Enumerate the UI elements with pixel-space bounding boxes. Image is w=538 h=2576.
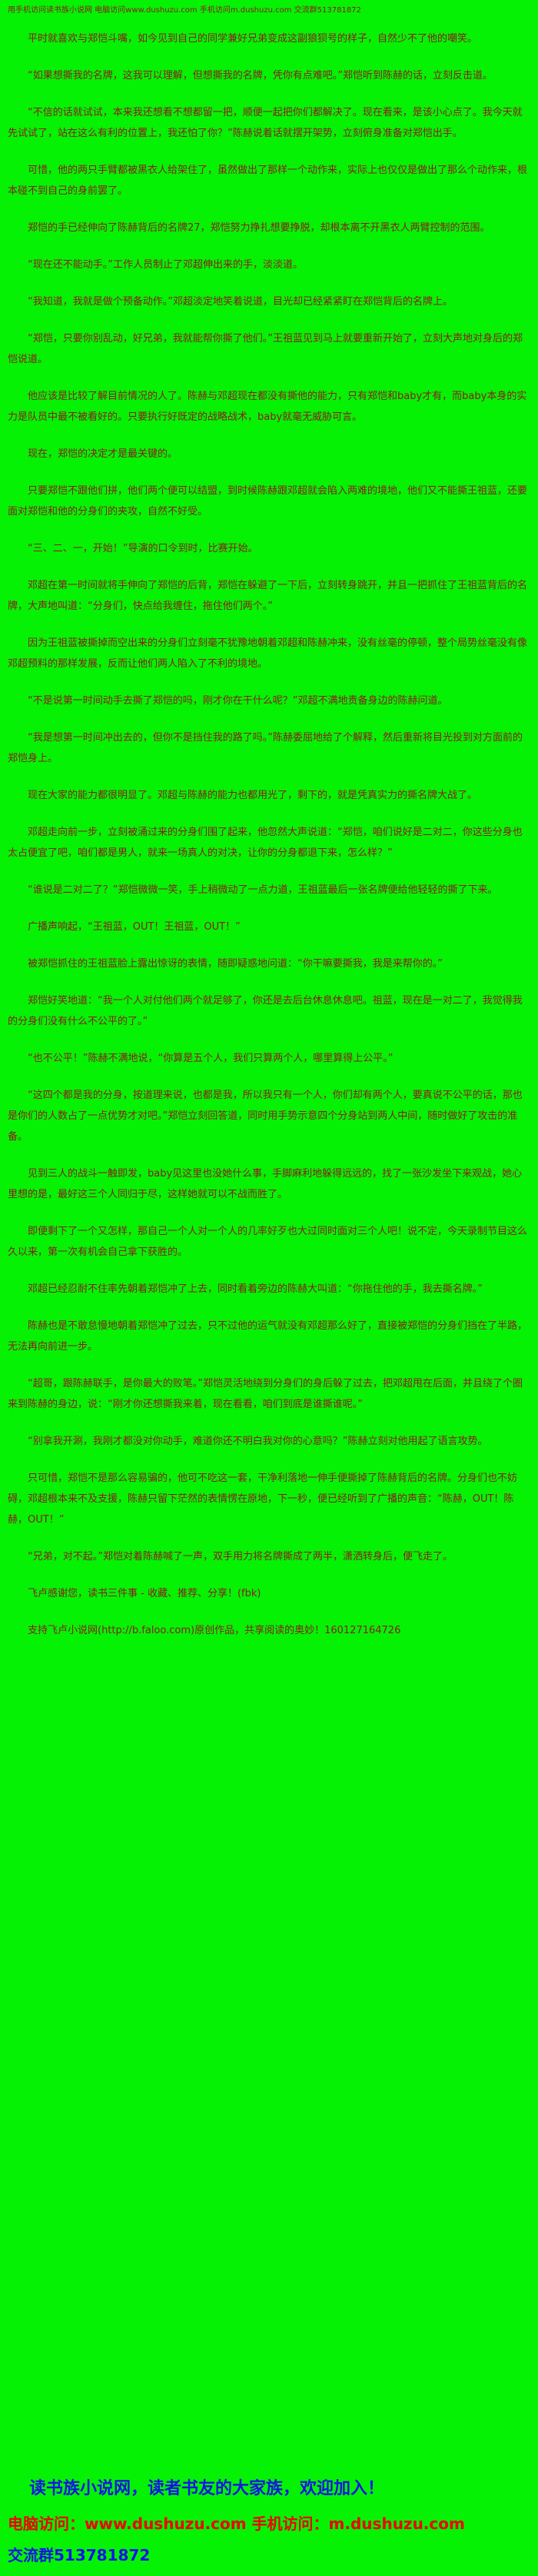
paragraph: 现在大家的能力都很明显了。邓超与陈赫的能力也都用光了，剩下的，就是凭真实力的撕名… (28, 790, 478, 801)
paragraph: “不信的话就试试，本来我还想看不想都留一把，顺便一起把你们都解决了。现在看来，是… (8, 107, 523, 139)
paragraph: 平时就喜欢与郑恺斗嘴，如今见到自己的同学兼好兄弟变成这副狼狈号的样子，自然少不了… (28, 33, 478, 45)
paragraph: 现在，郑恺的决定才是最关键的。 (28, 448, 178, 460)
paragraph: 被郑恺抓住的王祖蓝脸上露出惊讶的表情，随即疑惑地问道：“你干嘛要撕我，我是来帮你… (28, 958, 443, 970)
paragraph: “也不公平！”陈赫不满地说，“你算是五个人，我们只算两个人，哪里算得上公平。” (28, 1053, 394, 1064)
paragraph: “这四个都是我的分身，按道理来说，也都是我，所以我只有一个人，你们却有两个人，要… (8, 1090, 523, 1143)
site-footer: 读书族小说网，读者书友的大家族，欢迎加入！ 电脑访问：www.dushuzu.c… (8, 2474, 530, 2568)
paragraph: “谁说是二对二了？”郑恺微微一笑，手上稍微动了一点力道，王祖蓝最后一张名牌便给他… (28, 884, 498, 896)
paragraph: “郑恺，只要你别乱动，好兄弟，我就能帮你撕了他们。”王祖蓝见到马上就要重新开始了… (8, 333, 523, 365)
paragraph: “兄弟，对不起。”郑恺对着陈赫喊了一声，双手用力将名牌撕成了两半，潇洒转身后，便… (28, 1551, 453, 1563)
paragraph: 邓超走向前一步，立刻被涌过来的分身们围了起来，他忽然大声说道：“郑恺，咱们说好是… (8, 827, 523, 859)
paragraph: 邓超在第一时间就将手伸向了郑恺的后背，郑恺在躲避了一下后，立刻转身跳开，并且一把… (8, 580, 528, 612)
footer-welcome-text: 读书族小说网，读者书友的大家族，欢迎加入！ (29, 2479, 385, 2498)
paragraph: “三、二、一，开始！”导演的口令到时，比赛开始。 (28, 543, 258, 554)
paragraph: “不是说第一时间动手去撕了郑恺的吗，刚才你在干什么呢？”邓超不满地责备身边的陈赫… (28, 695, 448, 707)
paragraph: 陈赫也是不敢怠慢地朝着郑恺冲了过去，只不过他的运气就没有邓超那么好了，直接被郑恺… (8, 1320, 528, 1353)
paragraph: 他应该是比较了解目前情况的人了。陈赫与邓超现在都没有撕他的能力，只有郑恺和bab… (8, 391, 527, 423)
paragraph: “我是想第一时间冲出去的，但你不是挡住我的路了吗。”陈赫委屈地给了个解释，然后重… (8, 732, 523, 764)
paragraph: “现在还不能动手。”工作人员制止了邓超伸出来的手，淡淡道。 (28, 259, 303, 271)
paragraph: 见到三人的战斗一触即发，baby见这里也没她什么事，手脚麻利地躲得远远的，找了一… (8, 1168, 523, 1200)
paragraph: 因为王祖蓝被撕掉而空出来的分身们立刻毫不犹豫地朝着邓超和陈赫冲来，没有丝毫的停顿… (8, 637, 528, 670)
paragraph: “超哥，跟陈赫联手，是你最大的败笔。”郑恺灵活地绕到分身们的身后躲了过去，把邓超… (8, 1378, 523, 1410)
paragraph: 郑恺的手已经伸向了陈赫背后的名牌27，郑恺努力挣扎想要挣脱，却根本离不开黑衣人两… (28, 222, 490, 234)
paragraph: 邓超已经忍耐不住率先朝着郑恺冲了上去，同时看着旁边的陈赫大叫道：“你拖住他的手，… (28, 1283, 483, 1295)
paragraph: 只要郑恺不跟他们拼，他们两个便可以结盟，到时候陈赫跟邓超就会陷入两难的境地，他们… (8, 485, 528, 518)
paragraph: 只可惜，郑恺不是那么容易骗的，他可不吃这一套，干净利落地一伸手便撕掉了陈赫背后的… (8, 1473, 518, 1526)
paragraph: 支持飞卢小说网(http://b.faloo.com)原创作品，共享阅读的奥妙！… (28, 1625, 401, 1636)
paragraph: 广播声响起，“王祖蓝，OUT！王祖蓝，OUT！” (28, 921, 241, 933)
paragraph: “别拿我开涮，我刚才都没对你动手，难道你还不明白我对你的心意吗？”陈赫立刻对他用… (28, 1436, 488, 1447)
chapter-text: 平时就喜欢与郑恺斗嘴，如今见到自己的同学兼好兄弟变成这副狼狈号的样子，自然少不了… (8, 28, 530, 1657)
paragraph: 即便剩下了一个又怎样，那自己一个人对一个人的几率好歹也大过同时面对三个人吧！说不… (8, 1226, 528, 1258)
paragraph: “我知道，我就是做个预备动作。”邓超淡定地笑着说道，目光却已经紧紧盯在郑恺背后的… (28, 296, 453, 308)
paragraph: 飞卢感谢您，读书三件事 - 收藏、推荐、分享！(fbk) (28, 1588, 261, 1599)
paragraph: 郑恺好笑地道：“我一个人对付他们两个就足够了，你还是去后台休息休息吧。祖蓝，现在… (8, 995, 523, 1027)
footer-group-number: 交流群513781872 (8, 2546, 151, 2564)
paragraph: 可惜，他的两只手臂都被黑衣人给架住了，虽然做出了那样一个动作来，实际上也仅仅是做… (8, 165, 528, 197)
paragraph: “如果想撕我的名牌，这我可以理解，但想撕我的名牌，凭你有点难吧。”郑恺听到陈赫的… (28, 70, 493, 82)
site-notice-header: 用手机访问读书族小说网 电脑访问www.dushuzu.com 手机访问m.du… (8, 6, 361, 15)
footer-site-urls: 电脑访问：www.dushuzu.com 手机访问：m.dushuzu.com (8, 2514, 465, 2533)
